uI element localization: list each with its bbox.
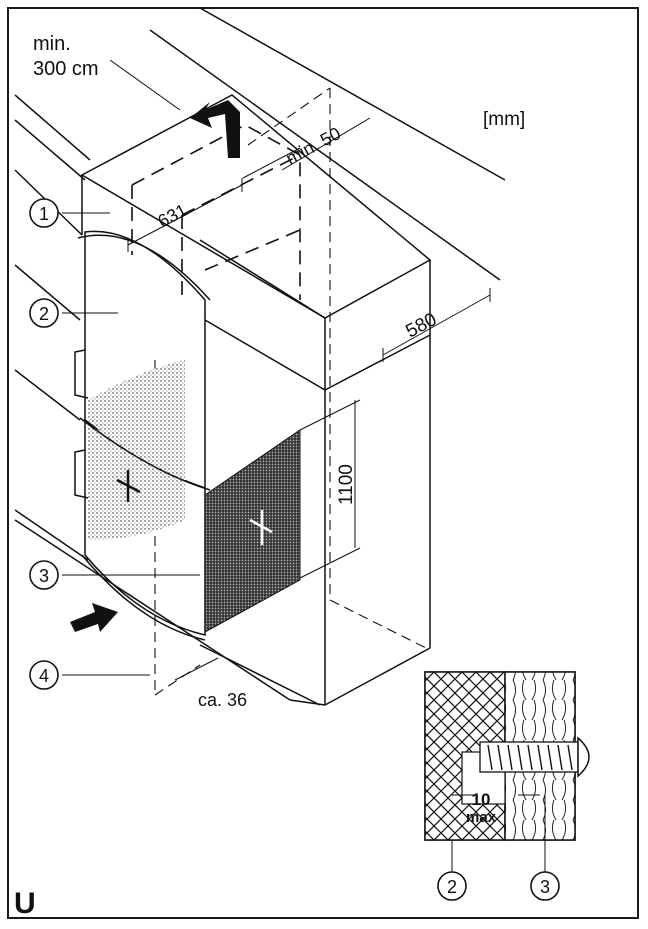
unit-label: [mm] [483, 109, 525, 130]
ventilation-arrow-in-icon [70, 603, 118, 632]
appliance-front [74, 230, 211, 641]
min-distance-label-1: min. [33, 33, 71, 55]
detail-inset: 10 max [424, 671, 590, 872]
svg-text:4: 4 [39, 666, 49, 686]
svg-text:2: 2 [39, 304, 49, 324]
side-panel-shading [204, 429, 301, 633]
callout-2: 2 [29, 298, 59, 328]
svg-text:2: 2 [447, 877, 457, 897]
svg-text:3: 3 [39, 566, 49, 586]
ventilation-arrow-up-icon [190, 100, 240, 158]
screw-max-word: max [466, 809, 497, 826]
center-cross-icon [116, 470, 273, 545]
detail-callout-3: 3 [530, 871, 560, 901]
height-label: 1100 [336, 464, 357, 505]
svg-text:3: 3 [540, 877, 550, 897]
lower-door-shading [88, 425, 185, 540]
wall-lines [14, 7, 506, 701]
depth-outer-label: 580 [402, 309, 440, 342]
upper-door-shading [88, 360, 185, 478]
screw-max-value: 10 [472, 790, 491, 809]
callout-4: 4 [29, 660, 59, 690]
depth-inner-label: 631 [154, 200, 190, 232]
callout-1: 1 [29, 198, 59, 228]
dimension-lines [127, 117, 491, 681]
min-distance-label-2: 300 cm [33, 58, 99, 80]
svg-text:1: 1 [39, 204, 49, 224]
screw-icon [479, 736, 590, 778]
gap-bottom-label: ca. 36 [198, 690, 247, 710]
callout-3: 3 [29, 560, 59, 590]
detail-callout-2: 2 [437, 871, 467, 901]
callout-leaders [62, 59, 200, 676]
section-letter: U [14, 887, 36, 920]
cabinet-housing [80, 94, 432, 706]
